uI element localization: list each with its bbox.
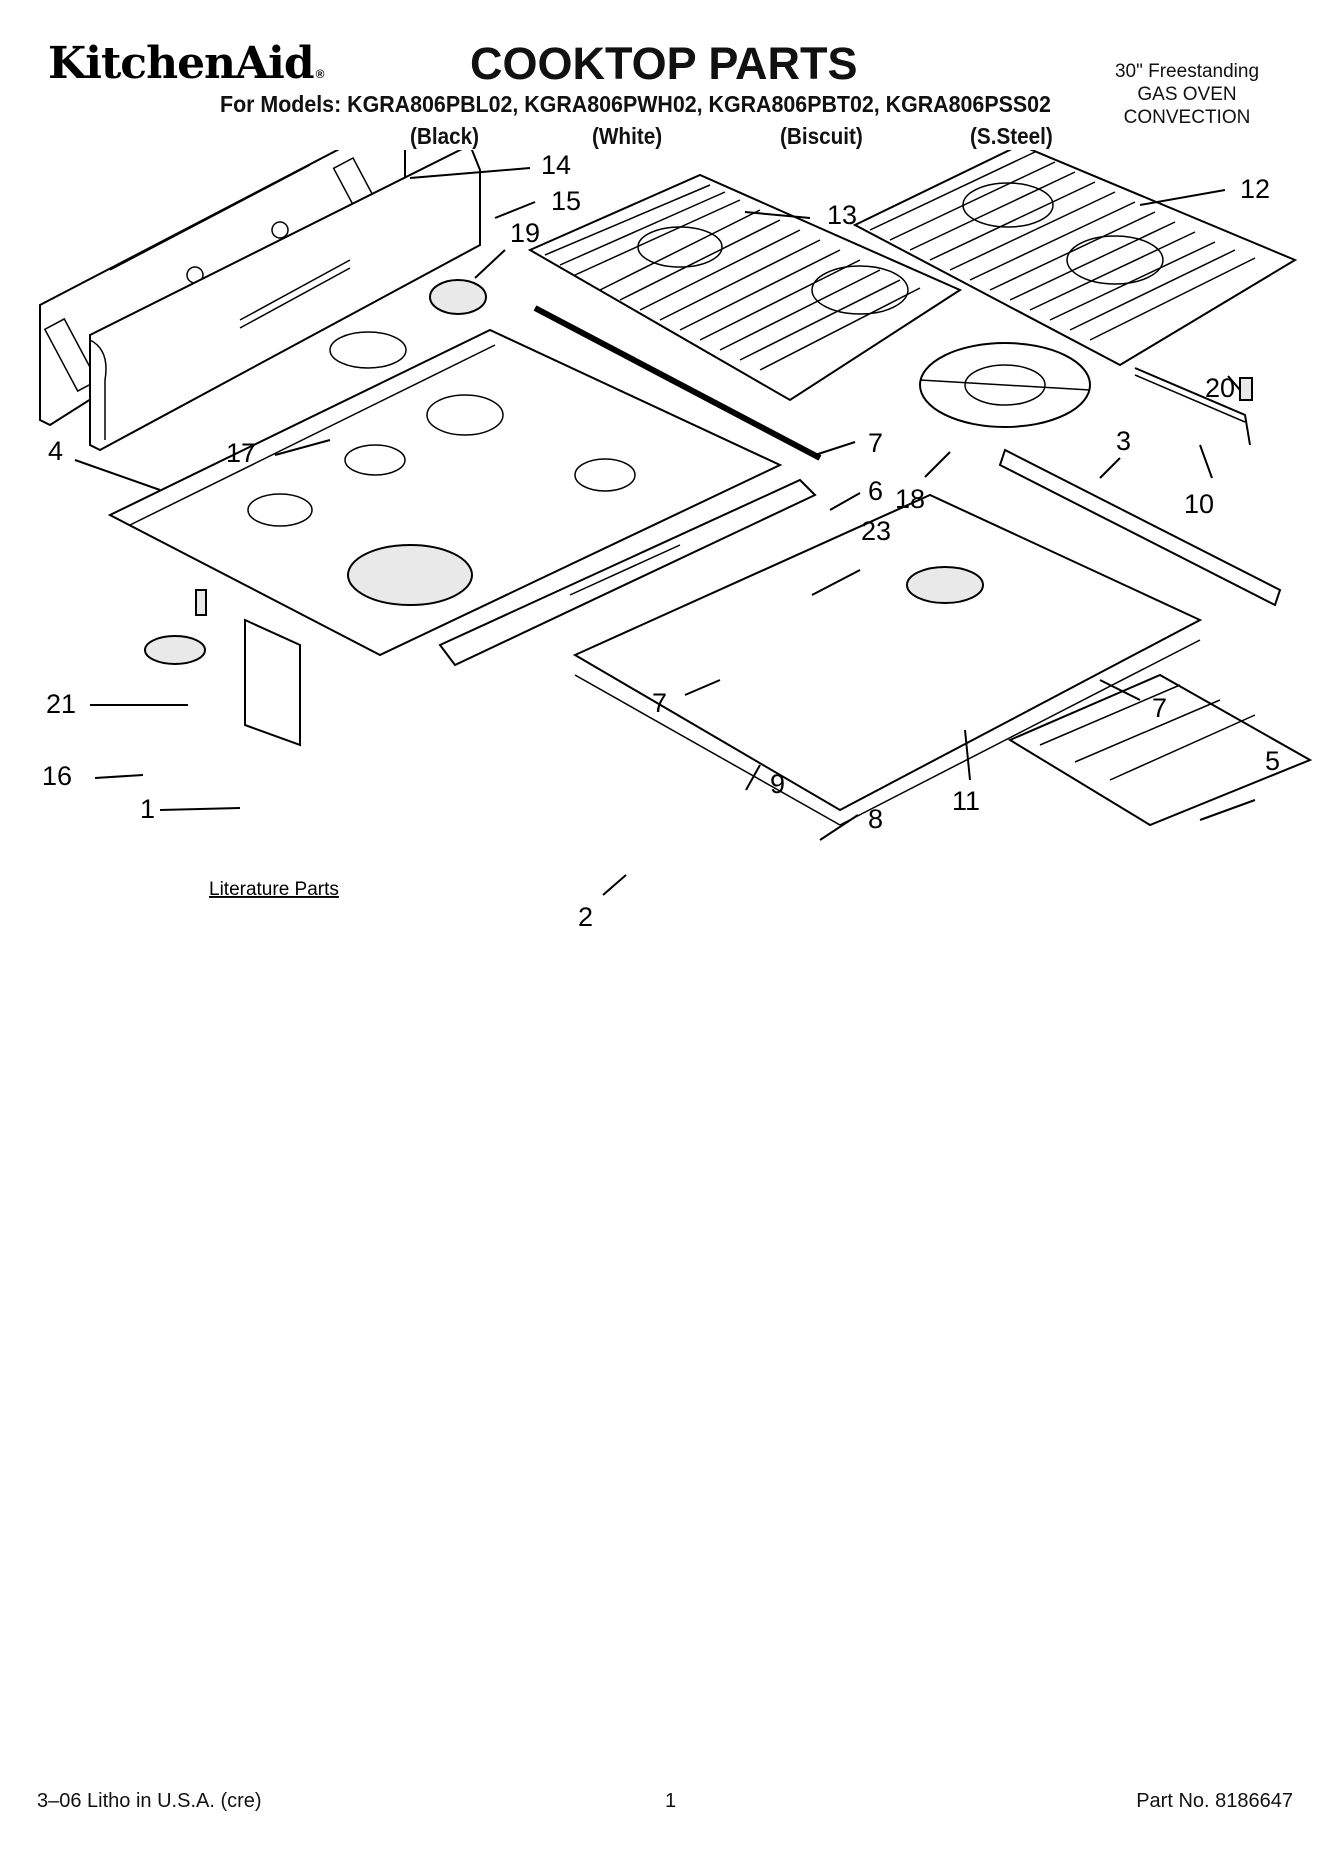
side-bracket — [1134, 367, 1253, 446]
callout-7-top: 7 — [868, 428, 883, 458]
brand-name: KitchenAid — [48, 38, 315, 89]
callout-8: 8 — [868, 804, 883, 834]
callout-14: 14 — [541, 150, 571, 180]
product-line-3: CONVECTION — [1123, 107, 1251, 128]
callout-11: 11 — [952, 786, 980, 816]
models-line: For Models: KGRA806PBL02, KGRA806PWH02, … — [220, 91, 1051, 117]
side-rail — [438, 478, 817, 667]
right-grate — [852, 150, 1298, 367]
registered-mark: ® — [315, 67, 325, 81]
wok-grate — [919, 342, 1091, 428]
callout-19: 19 — [510, 218, 540, 248]
console-cover — [89, 150, 481, 452]
callout-16: 16 — [42, 761, 72, 791]
callout-7-mid: 7 — [652, 688, 667, 718]
left-grate — [527, 173, 963, 402]
burner-base — [1007, 673, 1313, 827]
trim-strip — [533, 305, 822, 461]
callout-7-right: 7 — [1152, 693, 1167, 723]
page-number: 1 — [665, 1790, 677, 1812]
burner-box-tray — [572, 493, 1203, 826]
callout-3: 3 — [1116, 426, 1131, 456]
variant-biscuit: (Biscuit) — [780, 123, 863, 149]
callout-1: 1 — [140, 794, 155, 824]
callout-23: 23 — [861, 516, 891, 546]
page-title: COOKTOP PARTS — [470, 38, 858, 89]
callout-9: 9 — [770, 769, 785, 799]
brand-logo: KitchenAid® — [48, 38, 324, 89]
callout-12: 12 — [1240, 174, 1270, 204]
valve-part — [144, 635, 206, 665]
burner-cap — [429, 279, 487, 315]
callout-5: 5 — [1265, 746, 1280, 776]
callout-20: 20 — [1205, 373, 1235, 403]
print-info: 3–06 Litho in U.S.A. (cre) — [37, 1790, 262, 1812]
leader-lines — [74, 167, 1256, 896]
callout-21: 21 — [46, 689, 76, 719]
product-line-2: GAS OVEN — [1137, 84, 1237, 105]
main-cooktop — [107, 328, 783, 657]
callout-6: 6 — [868, 476, 883, 506]
exploded-parts-diagram: 14 15 19 13 12 17 4 7 6 18 20 3 10 23 21… — [39, 150, 1313, 932]
callout-17: 17 — [226, 438, 256, 468]
right-bracket — [998, 448, 1282, 607]
callout-2: 2 — [578, 902, 593, 932]
literature-label: Literature Parts — [209, 879, 339, 900]
callout-10: 10 — [1184, 489, 1214, 519]
callout-18: 18 — [895, 484, 925, 514]
callout-13: 13 — [827, 200, 857, 230]
variant-black: (Black) — [410, 123, 480, 149]
callout-4: 4 — [48, 436, 63, 466]
product-type: 30" Freestanding GAS OVEN CONVECTION — [1087, 60, 1287, 129]
product-line-1: 30" Freestanding — [1114, 61, 1260, 82]
literature-booklet — [244, 618, 301, 747]
variant-white: (White) — [592, 123, 663, 149]
callout-15: 15 — [551, 186, 581, 216]
part-number: Part No. 8186647 — [1136, 1790, 1293, 1812]
variant-steel: (S.Steel) — [970, 123, 1053, 149]
screw — [195, 589, 207, 616]
